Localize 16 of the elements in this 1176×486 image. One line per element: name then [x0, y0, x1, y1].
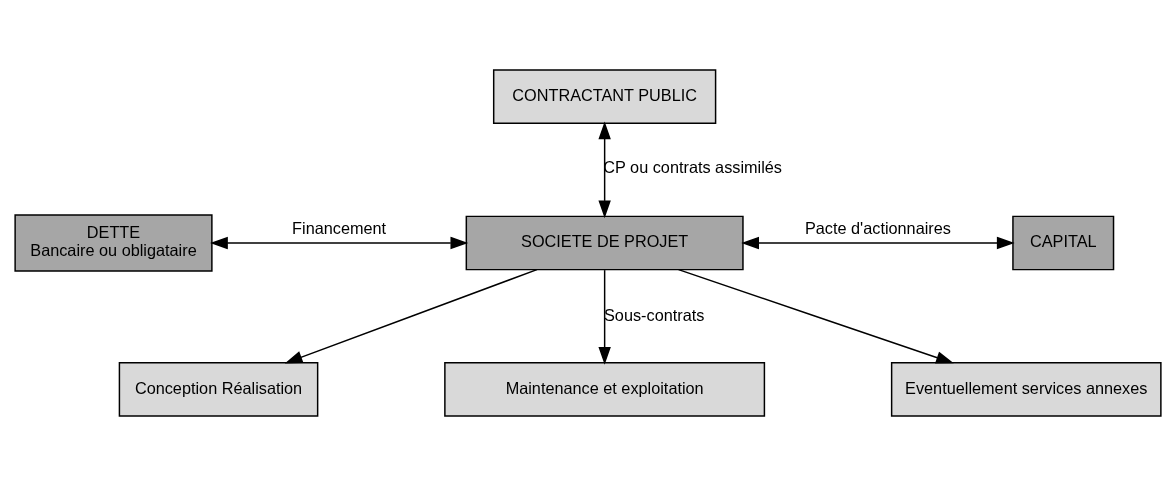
arrow — [210, 236, 469, 250]
node-box: Conception Réalisation — [118, 362, 319, 417]
arrow — [284, 268, 538, 364]
edge-label: Pacte d'actionnaires — [804, 218, 951, 237]
arrow — [741, 236, 1015, 250]
node-box: SOCIETE DE PROJET — [465, 215, 744, 271]
arrow — [598, 269, 611, 365]
node-box: Maintenance et exploitation — [444, 362, 766, 417]
arrow — [677, 268, 954, 364]
edge-label: Sous-contrats — [604, 306, 705, 325]
node-box: Eventuellement services annexes — [890, 362, 1162, 417]
edge-label: Financement — [292, 218, 387, 237]
node-box: DETTE Bancaire ou obligataire — [14, 214, 213, 272]
node-box: CONTRACTANT PUBLIC — [492, 69, 717, 124]
node-box: CAPITAL — [1012, 215, 1115, 271]
arrow — [598, 121, 611, 219]
